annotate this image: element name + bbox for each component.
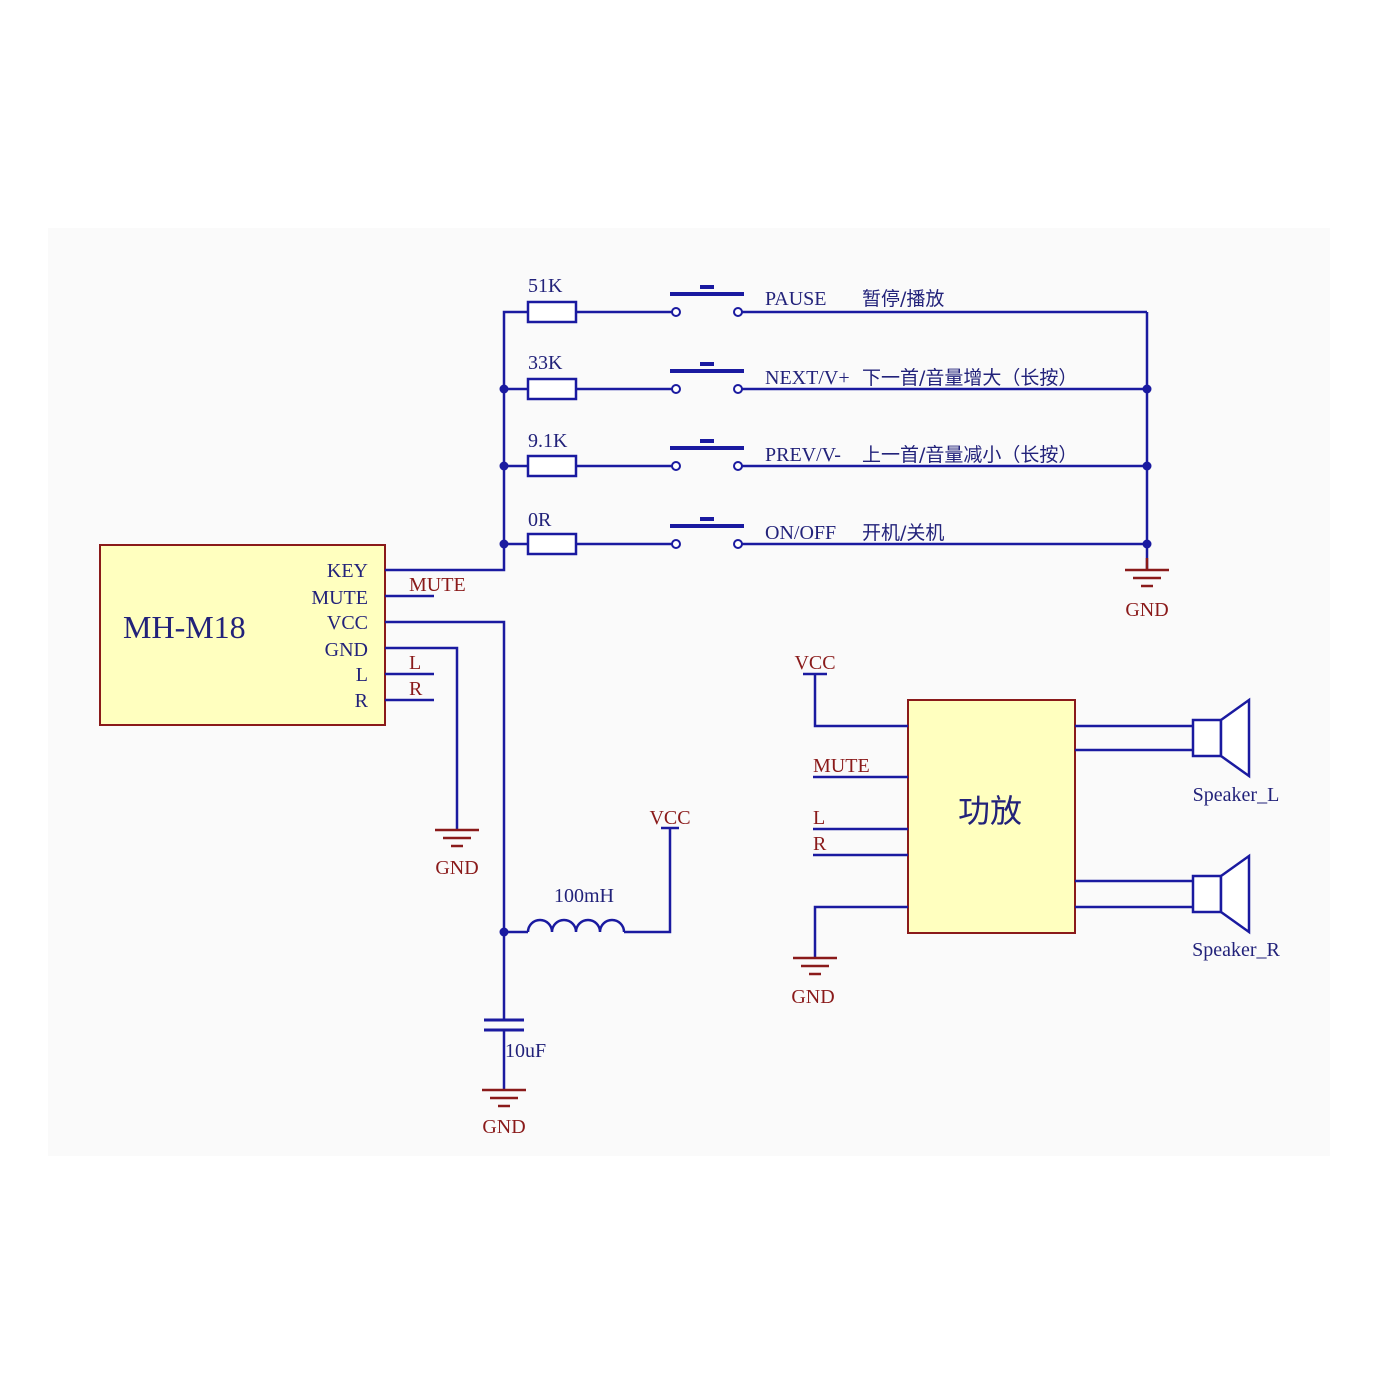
speaker-left xyxy=(1075,697,1251,779)
button-onoff-label: ON/OFF xyxy=(765,522,836,544)
button-row-prev xyxy=(504,439,1147,478)
gnd-label-buttons: GND xyxy=(1125,599,1168,621)
amplifier-block xyxy=(907,699,1076,934)
amplifier-title: 功放 xyxy=(958,792,1022,830)
button-prev-label: PREV/V- xyxy=(765,444,841,466)
speaker-left-label: Speaker_L xyxy=(1193,784,1280,806)
inductor-100mh xyxy=(504,826,679,934)
gnd-label-module: GND xyxy=(435,857,478,879)
vcc-label-amp: VCC xyxy=(794,652,835,674)
gnd-label-amp: GND xyxy=(791,986,834,1008)
gnd-symbol-module xyxy=(435,828,479,848)
button-next-label: NEXT/V+ xyxy=(765,367,850,389)
button-onoff-desc: 开机/关机 xyxy=(862,522,944,544)
gnd-symbol-amp xyxy=(793,956,837,976)
button-prev-desc: 上一首/音量减小（长按） xyxy=(862,444,1077,466)
net-label-mute: MUTE xyxy=(409,574,466,596)
pin-mute: MUTE xyxy=(311,587,368,609)
pin-r: R xyxy=(355,690,369,712)
amplifier-input-wires xyxy=(803,672,908,958)
button-next-desc: 下一首/音量增大（长按） xyxy=(862,367,1077,389)
junction-dots xyxy=(499,384,1152,937)
resistor-0r-label: 0R xyxy=(528,509,552,531)
amp-net-r: R xyxy=(813,833,827,855)
speaker-right xyxy=(1075,853,1251,935)
capacitor-10uf xyxy=(484,1018,524,1090)
amp-net-l: L xyxy=(813,807,825,829)
capacitor-label: 10uF xyxy=(505,1040,546,1062)
pin-l: L xyxy=(356,664,368,686)
speaker-right-label: Speaker_R xyxy=(1192,939,1280,961)
gnd-symbol-buttons xyxy=(1125,558,1169,588)
amp-net-mute: MUTE xyxy=(813,755,870,777)
resistor-51k-label: 51K xyxy=(528,275,563,297)
button-row-next xyxy=(504,362,1147,401)
button-row-onoff xyxy=(504,517,1147,556)
inductor-label: 100mH xyxy=(554,885,614,907)
button-row-pause xyxy=(526,285,1147,324)
gnd-label-capacitor: GND xyxy=(482,1116,525,1138)
resistor-9k1-label: 9.1K xyxy=(528,430,568,452)
module-pin-wires xyxy=(385,310,528,1020)
resistor-33k-label: 33K xyxy=(528,352,563,374)
vcc-label-inductor: VCC xyxy=(649,807,690,829)
button-pause-label: PAUSE xyxy=(765,288,827,310)
pin-key: KEY xyxy=(327,560,368,582)
module-mh-m18 xyxy=(99,544,386,726)
gnd-symbol-capacitor xyxy=(482,1088,526,1108)
button-pause-desc: 暂停/播放 xyxy=(862,288,944,310)
module-title: MH-M18 xyxy=(123,609,246,645)
net-label-l: L xyxy=(409,652,421,674)
pin-gnd: GND xyxy=(325,639,368,661)
pin-vcc: VCC xyxy=(327,612,368,634)
net-label-r: R xyxy=(409,678,423,700)
